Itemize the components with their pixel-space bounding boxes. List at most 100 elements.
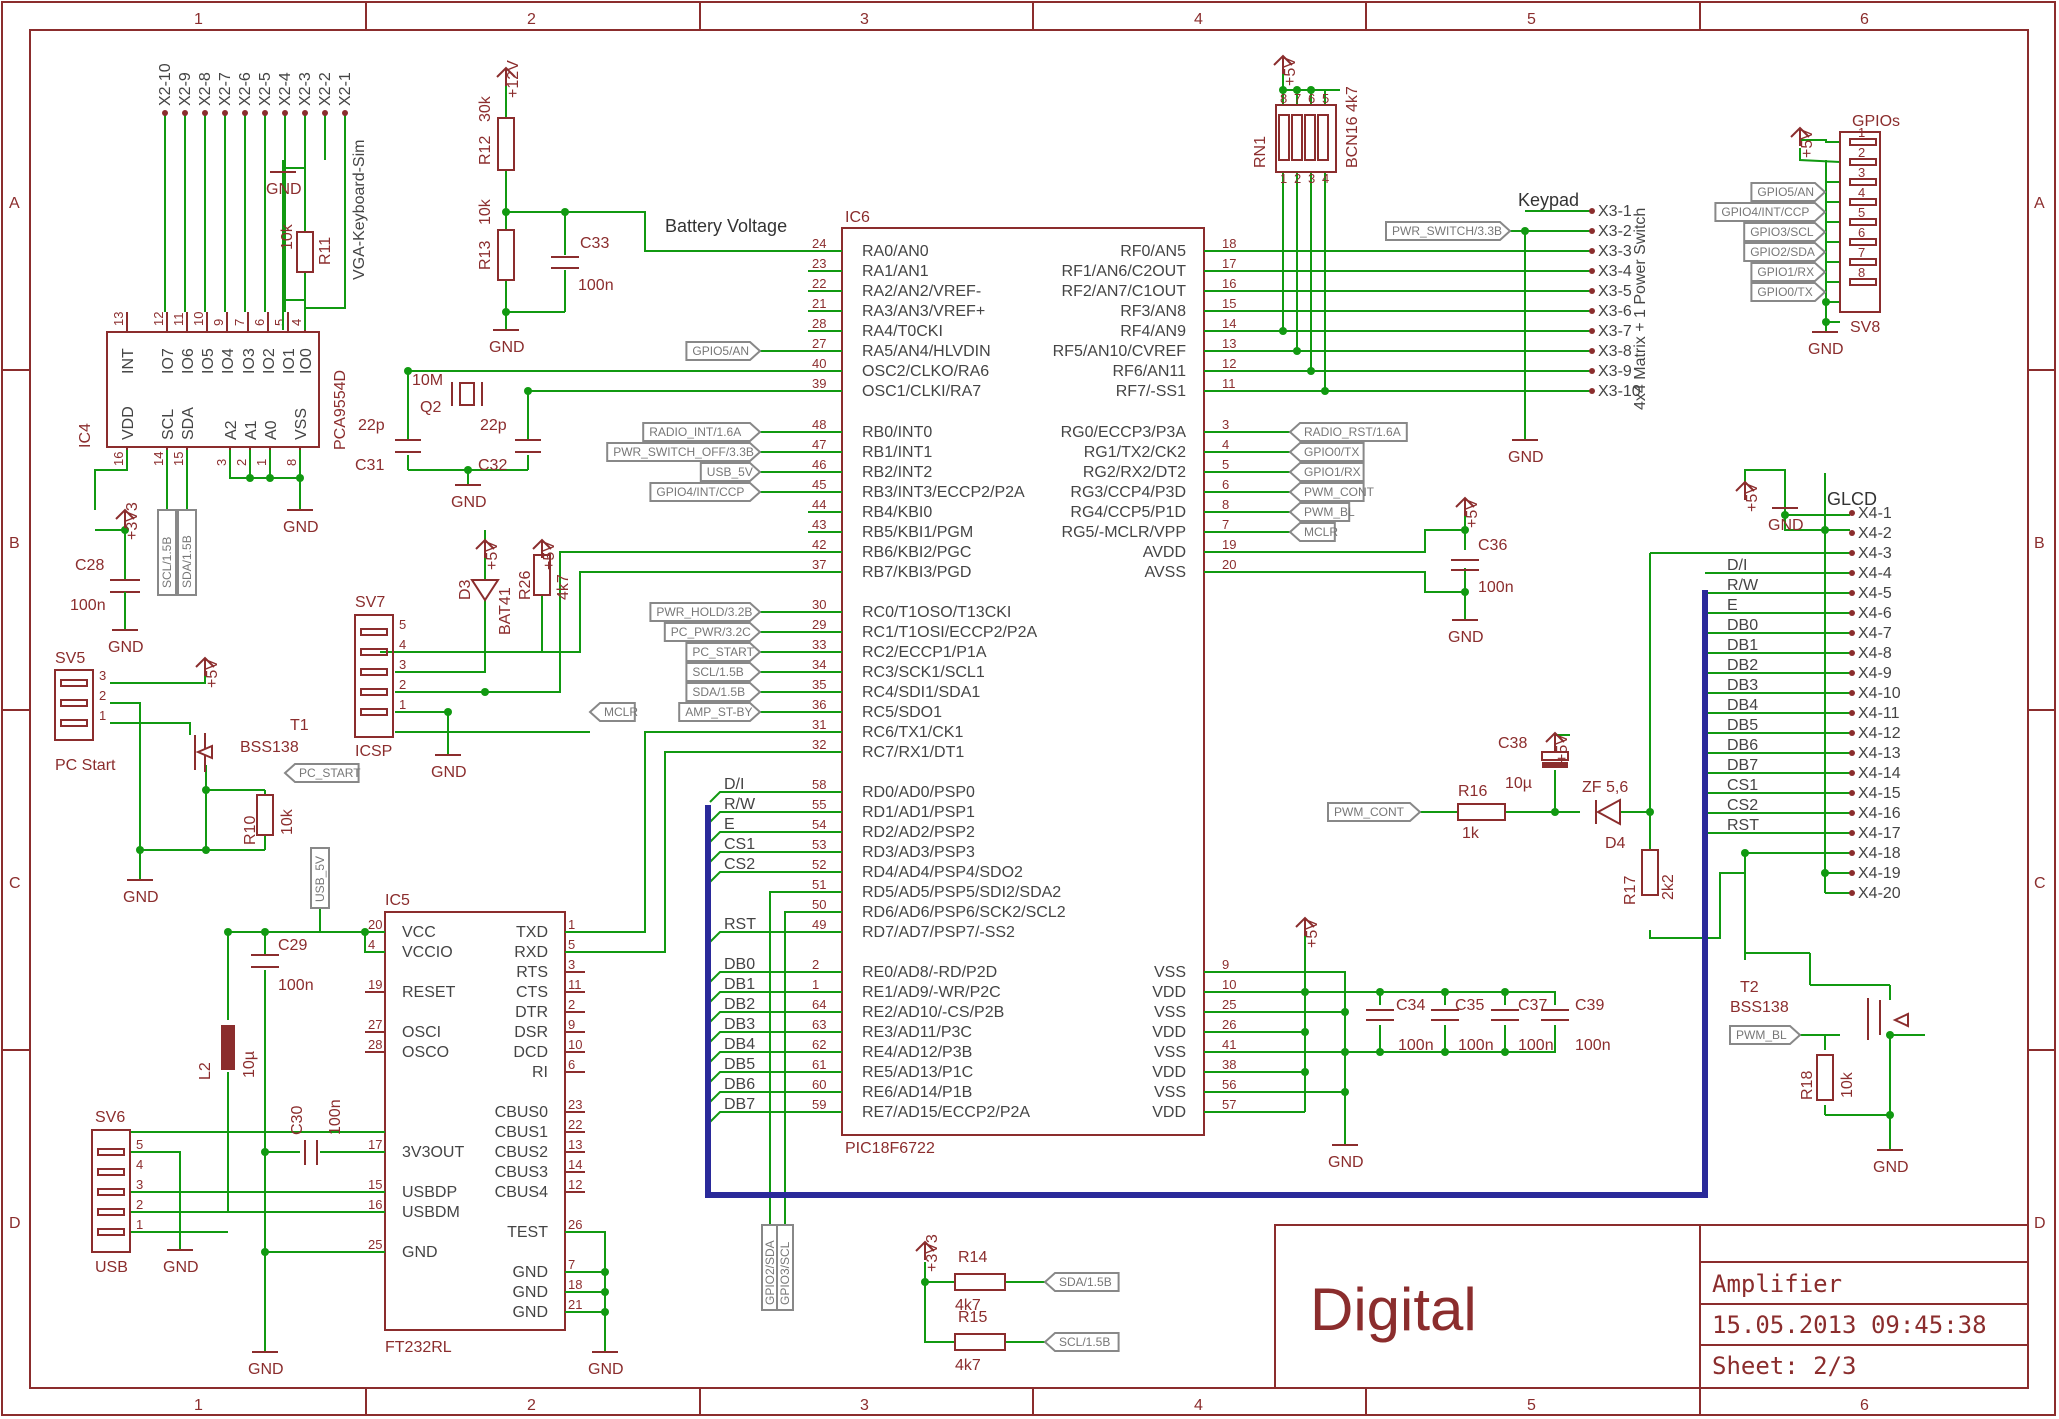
x4-label-16: X4-16 [1858, 805, 1901, 822]
x4-label-9: X4-9 [1858, 665, 1892, 682]
net-r15-scl: SCL/1.5B [1043, 1332, 1120, 1352]
ic5-rpin-num-14: 14 [568, 1157, 582, 1172]
sv8-pin-7 [1849, 258, 1877, 266]
gnd-ic4-int-text: GND [266, 181, 302, 198]
ic5-rpin-num-21: 21 [568, 1297, 582, 1312]
net-gpio5-an: GPIO5/AN [685, 341, 762, 361]
ic6-pin-num-24: 24 [812, 236, 826, 251]
x3-label-8: X3-8 [1598, 343, 1632, 360]
x4-label-20: X4-20 [1858, 885, 1901, 902]
x2-label-8: X2-3 [297, 72, 314, 106]
x4-terminal-5 [1849, 590, 1855, 596]
net-gpio-3: GPIO2/SDA [1743, 242, 1827, 262]
ic4-pin-num-5: 5 [272, 319, 287, 326]
net-pwm-cont-box [1327, 802, 1422, 822]
sv8-pin-num-7: 7 [1858, 245, 1865, 260]
supply-3v3-ic4-text: +3V3 [124, 502, 141, 540]
x2-terminal-3 [202, 110, 208, 116]
ic6-pin-num-22: 22 [812, 276, 826, 291]
net-gpio-2-text: GPIO3/SCL [1750, 225, 1814, 239]
gnd-ic5: GND [248, 1351, 284, 1378]
net-ic6-left-10-text: AMP_ST-BY [685, 705, 752, 719]
glcd-label-5: DB2 [1727, 657, 1758, 674]
r12-ref: R12 [477, 136, 494, 165]
net-ic6-right-5-box [1288, 522, 1336, 542]
x3-label-4: X3-4 [1598, 263, 1632, 280]
ic6-pin-name-48: RB0/INT0 [862, 424, 932, 441]
net-pwr-switch-text: PWR_SWITCH/3.3B [1392, 224, 1502, 238]
ic5-rpin-name-22: CBUS1 [495, 1124, 548, 1141]
ic4-bpin-name-15: SDA [180, 407, 197, 440]
r26-ref: R26 [517, 571, 534, 600]
ic6-pin-num-45: 45 [812, 477, 826, 492]
ic6-rpin-num-14: 14 [1222, 316, 1236, 331]
ic6-pin-num-36: 36 [812, 697, 826, 712]
supply-5v-r26-text: +5V [541, 541, 558, 570]
gnd-ic5-right-text: GND [588, 1361, 624, 1378]
ic5-rpin-name-11: CTS [516, 984, 548, 1001]
ic6-rpin-name-16: RF2/AN7/C1OUT [1062, 283, 1187, 300]
gnd-ic4-vss: GND [283, 509, 319, 536]
ic6-pin-name-59: RE7/AD15/ECCP2/P2A [862, 1104, 1030, 1121]
net-ic6-left-2-text: PWR_SWITCH_OFF/3.3B [613, 445, 754, 459]
ic5-rpin-name-14: CBUS3 [495, 1164, 548, 1181]
ic6-rpin-num-17: 17 [1222, 256, 1236, 271]
glcd-label-2: E [1727, 597, 1738, 614]
ic6-rpin-num-15: 15 [1222, 296, 1236, 311]
ic4-bpin-name-8: VSS [293, 408, 310, 440]
ic4-bpin-name-3: A2 [223, 420, 240, 440]
x4-terminal-18 [1849, 850, 1855, 856]
grid-row-left-B: B [9, 535, 20, 552]
net-ic6-left-9-text: SDA/1.5B [692, 685, 745, 699]
ic6-rpin-name-57: VDD [1152, 1104, 1186, 1121]
c30-ref: C30 [289, 1106, 306, 1135]
r13-value: 10k [477, 198, 494, 225]
x3-terminal-8 [1589, 348, 1595, 354]
sv8-pin-num-3: 3 [1858, 165, 1865, 180]
x4-label-18: X4-18 [1858, 845, 1901, 862]
x2-terminal-4 [222, 110, 228, 116]
net-gpio-2: GPIO3/SCL [1743, 222, 1827, 242]
net-gpio5-an-text: GPIO5/AN [692, 344, 749, 358]
net-ic6-left-4: GPIO4/INT/CCP [649, 482, 762, 502]
sv6-pin-num-5: 5 [136, 1137, 143, 1152]
net-ic6-left-5-text: PWR_HOLD/3.2B [656, 605, 752, 619]
x2-label-5: X2-6 [237, 72, 254, 106]
net-ic6-left-4-box [649, 482, 762, 502]
ic6-rpin-num-8: 8 [1222, 497, 1229, 512]
net-ic6-left-3: USB_5V [699, 462, 762, 482]
bus-label-13: DB7 [724, 1096, 755, 1113]
ic4-bpin-num-14: 14 [151, 452, 166, 466]
ic6-pin-num-61: 61 [812, 1057, 826, 1072]
bus-label-10: DB4 [724, 1036, 755, 1053]
x4-terminal-7 [1849, 630, 1855, 636]
net-pwm-cont-text: PWM_CONT [1334, 805, 1405, 819]
ic5-rpin-name-26: TEST [507, 1224, 548, 1241]
grid-col-bottom-1: 1 [194, 1397, 203, 1414]
net-ic6-left-5: PWR_HOLD/3.2B [649, 602, 762, 622]
ic4-pin-name-9: IO4 [220, 348, 237, 374]
ic6-pin-num-53: 53 [812, 837, 826, 852]
x2-terminal-6 [262, 110, 268, 116]
ic6-rpin-name-14: RF4/AN9 [1120, 323, 1186, 340]
x4-label-2: X4-2 [1858, 525, 1892, 542]
ic6-pin-name-35: RC4/SDI1/SDA1 [862, 684, 980, 701]
ic6-pin-num-1: 1 [812, 977, 819, 992]
ic6-pin-name-28: RA4/T0CKI [862, 323, 943, 340]
net-ic4-bus-1-text: SDA/1.5B [180, 535, 194, 588]
c37-value: 100n [1518, 1037, 1554, 1054]
net-ic6-right-3: PWM_CONT [1288, 482, 1375, 502]
ic5-pin-num-19: 19 [368, 977, 382, 992]
ic5-rpin-name-23: CBUS0 [495, 1104, 548, 1121]
net-r14-sda: SDA/1.5B [1043, 1272, 1120, 1292]
c36-value: 100n [1478, 579, 1514, 596]
x2-label-9: X2-2 [317, 72, 334, 106]
x3-terminal-5 [1589, 288, 1595, 294]
c39-value: 100n [1575, 1037, 1611, 1054]
supply-5v-glcd: +5V [1735, 480, 1761, 512]
x3-terminal-7 [1589, 328, 1595, 334]
ic6-rpin-name-56: VSS [1154, 1084, 1186, 1101]
ic6-rpin-num-38: 38 [1222, 1057, 1236, 1072]
x4-label-7: X4-7 [1858, 625, 1892, 642]
net-gpio-0-text: GPIO5/AN [1757, 185, 1814, 199]
